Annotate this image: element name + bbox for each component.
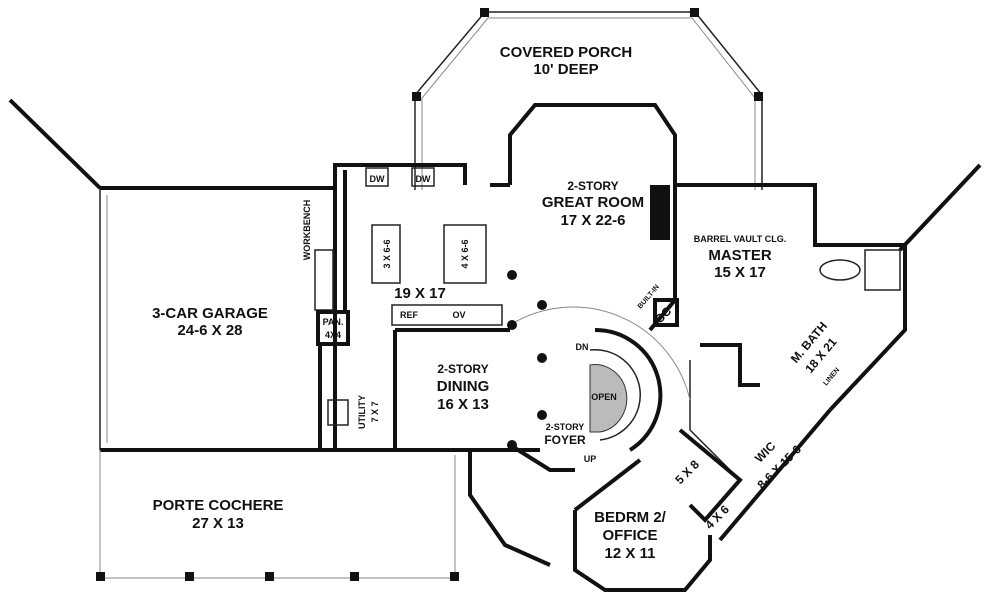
workbench-label: WORKBENCH [302,200,312,261]
dining [318,330,540,452]
great-room-note: 2-STORY [567,179,618,193]
porch-post [480,8,489,17]
utility-label: UTILITY [357,395,367,429]
open-to-below: OPEN [591,392,617,402]
dining-label: DINING [437,378,490,395]
built-in-label: BUILT-IN [637,284,661,311]
oven: OV [452,310,465,320]
garage [8,98,337,452]
great-room-label: GREAT ROOM [542,194,644,211]
pantry-label: PAN. [323,317,344,327]
garage-label: 3-CAR GARAGE [152,305,268,322]
utility-size: 7 X 7 [370,401,380,422]
covered-porch [412,8,763,190]
bedroom2-label-2: OFFICE [603,527,658,544]
bedroom-2 [573,458,712,592]
dining-size: 16 X 13 [437,396,489,413]
bedroom2-size: 12 X 11 [605,545,656,562]
master-label: MASTER [708,247,772,264]
refrigerator: REF [400,310,419,320]
kitchen [316,163,510,346]
pantry-size: 4X4 [325,330,341,340]
porte-cochere-size: 27 X 13 [192,515,244,532]
island-1: 3 X 6-6 [382,239,392,268]
closet2-size: 4 X 6 [702,502,732,532]
foyer-note: 2-STORY [546,422,585,432]
porte-cochere [96,450,459,581]
stairs-up: UP [584,454,597,464]
stairs-down: DN [576,342,589,352]
linen-label: LINEN [822,367,841,388]
kitchen-size: 19 X 17 [394,285,446,302]
porch-label: COVERED PORCH [500,44,633,61]
dining-note: 2-STORY [437,362,488,376]
staircase [509,306,691,452]
great-room-size: 17 X 22-6 [560,212,625,229]
master-size: 15 X 17 [714,264,766,281]
porch-post [754,92,763,101]
master-ceiling-note: BARREL VAULT CLG. [694,234,787,244]
porch-post [412,92,421,101]
dishwasher-2: DW [416,174,431,184]
workbench [314,249,334,311]
island-2: 4 X 6-6 [460,239,470,268]
garage-size: 24-6 X 28 [177,322,242,339]
dishwasher-1: DW [370,174,385,184]
master-suite [648,163,982,542]
bath2-size: 5 X 8 [672,457,702,487]
foyer-bay [468,443,575,567]
porte-cochere-label: PORTE COCHERE [153,497,284,514]
great-room [508,103,677,240]
porch-post [690,8,699,17]
foyer-label: FOYER [544,433,586,447]
porch-depth: 10' DEEP [533,61,598,78]
bedroom2-label: BEDRM 2/ [594,509,667,526]
